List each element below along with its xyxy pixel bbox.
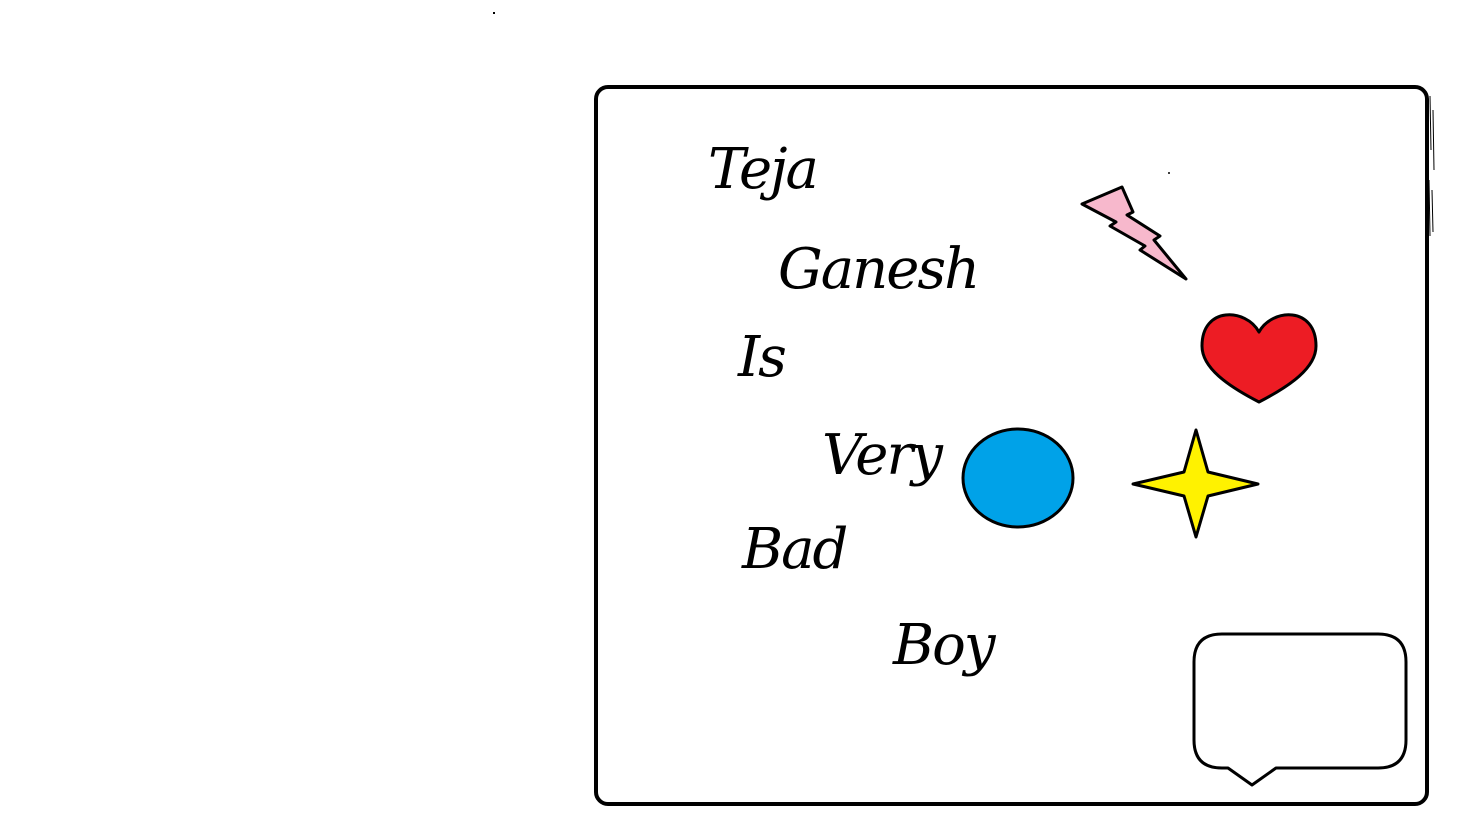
stray-dot (493, 12, 495, 14)
word-bad: Bad (742, 517, 848, 582)
word-boy: Boy (893, 613, 996, 678)
word-ganesh: Ganesh (778, 237, 980, 302)
word-teja: Teja (708, 137, 819, 202)
word-is: Is (738, 325, 787, 390)
edge-scribble (1428, 95, 1435, 237)
word-very: Very (822, 423, 943, 488)
